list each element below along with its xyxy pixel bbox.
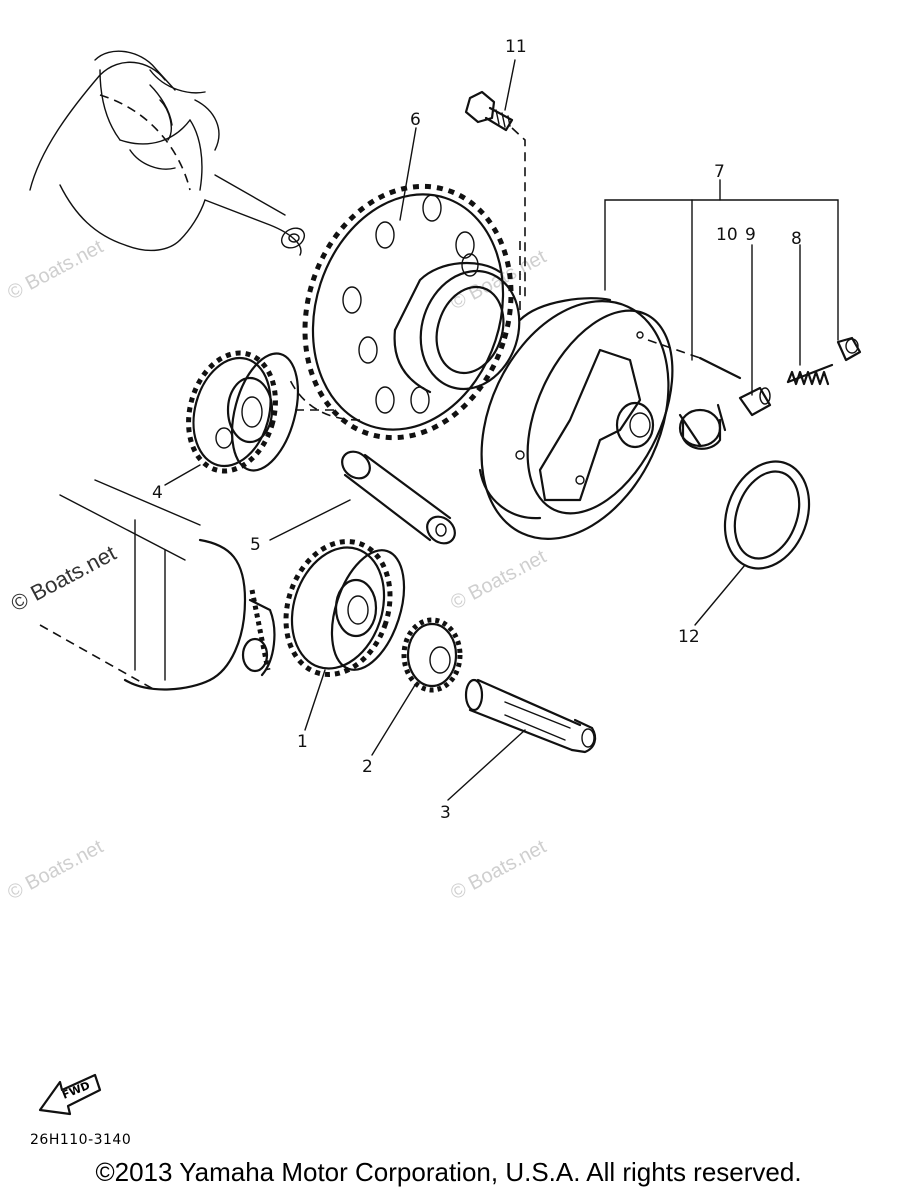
engine-case	[39, 479, 276, 691]
primary-gear	[283, 539, 406, 677]
idle-gear-shaft	[341, 450, 456, 545]
callout-10: 10	[716, 225, 738, 245]
idle-gear	[186, 350, 340, 474]
part-code: 26H110-3140	[30, 1132, 132, 1148]
clutch-cap	[836, 336, 862, 362]
callout-5: 5	[250, 535, 261, 555]
washer	[723, 460, 811, 570]
callout-8: 8	[791, 229, 802, 249]
fwd-arrow-icon: FWD	[38, 1073, 102, 1116]
callout-3: 3	[440, 803, 451, 823]
leader-lines	[164, 59, 839, 801]
callout-9: 9	[745, 225, 756, 245]
copyright-notice: ©2013 Yamaha Motor Corporation, U.S.A. A…	[95, 1157, 802, 1187]
splined-shaft	[464, 678, 597, 754]
starter-wheel-gear	[289, 183, 521, 441]
callouts: 6 11 7 10 9 8 4 5 12 1 2 3	[152, 37, 802, 823]
callout-6: 6	[410, 110, 421, 130]
callout-1: 1	[297, 732, 308, 752]
callout-7: 7	[714, 162, 725, 182]
clutch-spring	[786, 363, 834, 386]
watermark: © Boats.net	[447, 546, 550, 615]
watermark: © Boats.net	[447, 836, 550, 905]
callout-12: 12	[678, 627, 700, 647]
watermark: © Boats.net	[7, 540, 121, 616]
one-way-clutch	[478, 240, 674, 540]
callout-11: 11	[505, 37, 527, 57]
fwd-label: FWD	[60, 1079, 92, 1102]
watermark: © Boats.net	[4, 836, 107, 905]
callout-4: 4	[152, 483, 163, 503]
crankshaft	[29, 50, 306, 256]
callout-2: 2	[362, 757, 373, 777]
clutch-plunger	[738, 386, 772, 417]
bolt	[464, 90, 526, 300]
watermarks: © Boats.net © Boats.net © Boats.net © Bo…	[4, 236, 550, 905]
clutch-roller	[678, 403, 727, 450]
watermark: © Boats.net	[4, 236, 107, 305]
small-gear	[401, 617, 463, 693]
